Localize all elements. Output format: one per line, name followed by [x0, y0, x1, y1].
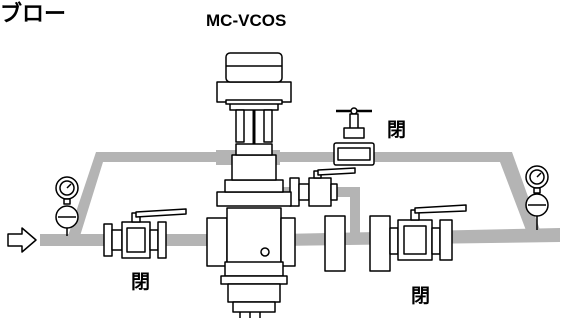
- ball-valve-right-icon: [324, 204, 467, 272]
- bypass-pipe: [68, 152, 540, 236]
- closed-label-outlet: 閉: [411, 285, 431, 307]
- pressure-gauge-left-icon: [55, 176, 79, 236]
- electric-actuator: [216, 52, 292, 105]
- pressure-gauge-right-icon: [525, 165, 549, 230]
- bypass-branch-drop: [350, 187, 360, 234]
- valve-bonnet: [216, 99, 292, 207]
- model-label: MC-VCOS: [206, 11, 287, 30]
- globe-valve-icon: [333, 107, 375, 166]
- diagram-title: ブロー: [0, 2, 67, 27]
- control-valve-body: [206, 207, 296, 318]
- closed-label-bypass: 閉: [387, 119, 407, 141]
- closed-label-inlet: 閉: [131, 271, 151, 293]
- ball-valve-bypass-icon: [289, 167, 356, 207]
- flow-arrow-icon: [7, 227, 37, 253]
- ball-valve-left-icon: [103, 208, 187, 259]
